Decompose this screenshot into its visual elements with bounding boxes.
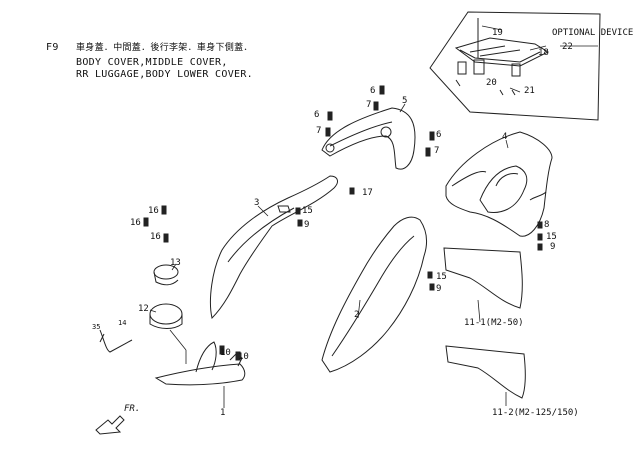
callout-19: 19 (492, 28, 503, 38)
callout-6a: 6 (370, 86, 376, 96)
callout-7c: 7 (434, 146, 440, 156)
leader-lines (149, 25, 598, 408)
body-lower-cover-drawing (321, 216, 428, 373)
front-lower-cover-drawing (154, 341, 246, 386)
lock-assembly-drawing (149, 264, 183, 329)
optional-device-frame (429, 11, 601, 121)
callout-11-1: 11-1(M2-50) (464, 318, 524, 328)
callout-7b: 7 (316, 126, 322, 136)
body-side-cover-drawing (209, 175, 338, 319)
callout-3: 3 (254, 198, 260, 208)
callout-5: 5 (402, 96, 408, 106)
figure-id: F9 (46, 42, 59, 53)
callout-21: 21 (524, 86, 535, 96)
callout-9b: 9 (436, 284, 442, 294)
callout-16a: 16 (148, 206, 159, 216)
optional-device-title: OPTIONAL DEVICE (552, 28, 634, 38)
callout-20: 20 (486, 78, 497, 88)
direction-label: FR. (124, 404, 141, 414)
front-direction-arrow (95, 415, 125, 435)
callout-11-2: 11-2(M2-125/150) (492, 408, 579, 418)
callout-15a: 15 (302, 206, 313, 216)
callout-12: 12 (138, 304, 149, 314)
callout-10b: 10 (238, 352, 249, 362)
callout-7a: 7 (366, 100, 372, 110)
callout-16b: 16 (130, 218, 141, 228)
callout-1: 1 (220, 408, 226, 418)
callout-9c: 9 (550, 242, 556, 252)
header-chinese: 車身蓋．中間蓋．後行李架．車身下側蓋． (76, 43, 253, 53)
callout-16c: 16 (150, 232, 161, 242)
callout-13: 13 (170, 258, 181, 268)
callout-9a: 9 (304, 220, 310, 230)
callout-18: 18 (538, 48, 549, 58)
header-line-1: BODY COVER,MIDDLE COVER, (76, 57, 228, 68)
callout-35: 35 (92, 323, 101, 331)
callout-17: 17 (362, 188, 373, 198)
header-line-2: RR LUGGAGE,BODY LOWER COVER. (76, 69, 253, 80)
luggage-rack-drawing (454, 18, 550, 96)
callout-6b: 6 (314, 110, 320, 120)
callout-6c: 6 (436, 130, 442, 140)
mudflap-11-1-drawing (443, 247, 523, 309)
callout-2: 2 (354, 310, 360, 320)
callout-8: 8 (544, 220, 550, 230)
callout-10a: 10 (220, 348, 231, 358)
mudflap-11-2-drawing (445, 345, 526, 399)
callout-14: 14 (118, 319, 127, 327)
callout-15c: 15 (546, 232, 557, 242)
lock-cable-drawing (99, 329, 133, 353)
callout-15b: 15 (436, 272, 447, 282)
rear-grab-handle-drawing (321, 107, 416, 170)
fastener-symbols (143, 85, 543, 361)
middle-cover-drawing (445, 131, 553, 237)
callout-4: 4 (502, 132, 508, 142)
callout-22: 22 (562, 42, 573, 52)
